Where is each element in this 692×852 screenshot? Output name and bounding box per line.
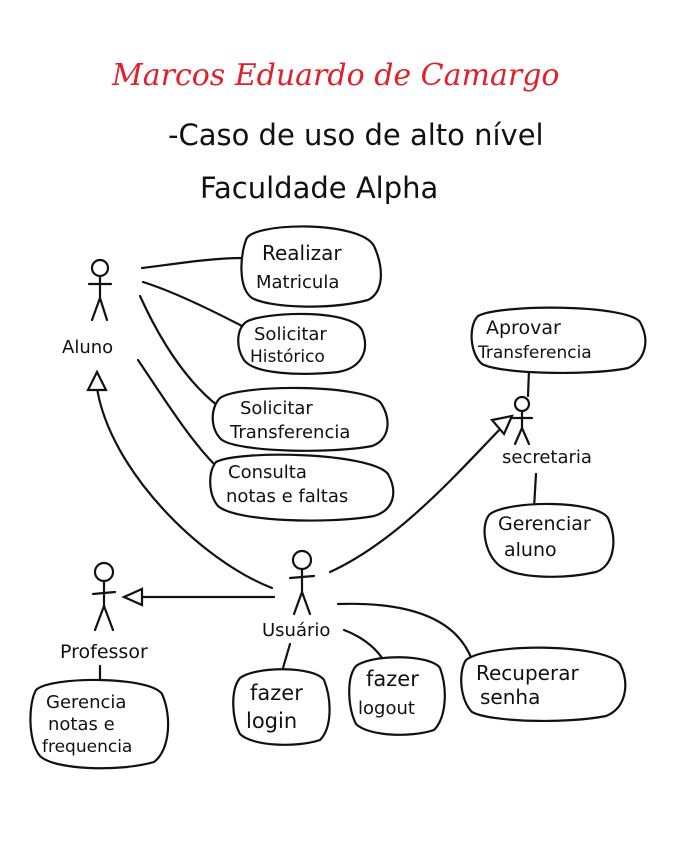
use-case-label-line-2: notas e [48,714,115,735]
line-usuario-aluno-generalization [95,386,274,590]
line-usuario-login [281,642,292,670]
use-case-label-line-2: Histórico [250,347,325,367]
generalization-arrow-aluno [86,369,108,392]
use-case-label-line-1: Recuperar [476,661,579,685]
use-case-recuperar-senha: Recuperar senha [460,646,627,723]
line-secretaria-gerenciar [532,472,538,510]
use-case-label-line-1: fazer [366,667,419,691]
actor-professor: Professor [60,561,148,663]
use-case-label-line-1: Aprovar [486,317,561,339]
line-usuario-logout [342,628,384,660]
actor-label-secretaria: secretaria [502,447,592,468]
use-case-label-line-1: Gerencia [46,692,126,713]
use-case-aprovar-transferencia: Aprovar Transferencia [470,306,647,375]
use-case-label-line-2: login [246,709,297,733]
system-name: Faculdade Alpha [200,171,438,205]
use-case-label-line-2: Transferencia [477,343,592,363]
line-aluno-consulta-notas [136,358,218,468]
association-lines [86,256,538,686]
line-aluno-realizar-matricula [140,256,246,270]
use-case-label-line-1: Gerenciar [498,513,591,535]
use-case-label-line-3: frequencia [42,737,132,757]
use-case-label-line-2: logout [358,698,415,719]
use-case-solicitar-transferencia: Solicitar Transferencia [211,386,389,452]
stick-figure-icon [510,395,534,446]
diagram-subtitle: -Caso de uso de alto nível [168,118,544,152]
use-case-solicitar-historico: Solicitar Histórico [237,312,367,375]
line-secretaria-aprovar [526,368,531,398]
line-aluno-solicitar-transferencia [138,294,220,408]
stick-figure-icon [288,549,316,616]
use-case-gerencia-notas: Gerencia notas e frequencia [29,678,170,770]
use-case-gerenciar-aluno: Gerenciar aluno [483,502,615,578]
actor-label-professor: Professor [60,641,148,663]
use-case-label-line-2: senha [480,685,540,709]
line-aluno-solicitar-historico [141,280,244,328]
use-case-realizar-matricula: Realizar Matricula [240,225,382,308]
actor-aluno: Aluno [62,258,113,358]
use-case-label-line-1: Realizar [262,241,342,265]
use-case-consulta-notas: Consulta notas e faltas [209,453,395,522]
stick-figure-icon [87,258,113,322]
use-case-label-line-1: Consulta [228,462,307,483]
generalization-arrow-professor [121,587,144,607]
actor-label-aluno: Aluno [62,337,113,358]
use-case-label-line-2: Transferencia [229,422,350,443]
use-case-label-line-2: Matricula [256,272,339,293]
line-usuario-secretaria-generalization [328,422,507,574]
use-case-label-line-2: aluno [504,539,557,561]
line-usuario-recuperar [336,602,474,662]
author-name: Marcos Eduardo de Camargo [111,58,559,93]
use-case-label-line-1: fazer [250,681,303,705]
use-case-label-line-1: Solicitar [240,398,313,419]
use-case-fazer-logout: fazer logout [348,656,446,736]
generalization-arrow-secretaria [489,414,514,437]
use-case-label-line-1: Solicitar [254,324,327,345]
stick-figure-icon [91,561,117,632]
use-case-fazer-login: fazer login [232,668,331,746]
actor-label-usuario: Usuário [262,620,330,641]
actor-usuario: Usuário [262,549,330,641]
use-case-label-line-2: notas e faltas [226,486,348,507]
actor-secretaria: secretaria [502,395,592,468]
